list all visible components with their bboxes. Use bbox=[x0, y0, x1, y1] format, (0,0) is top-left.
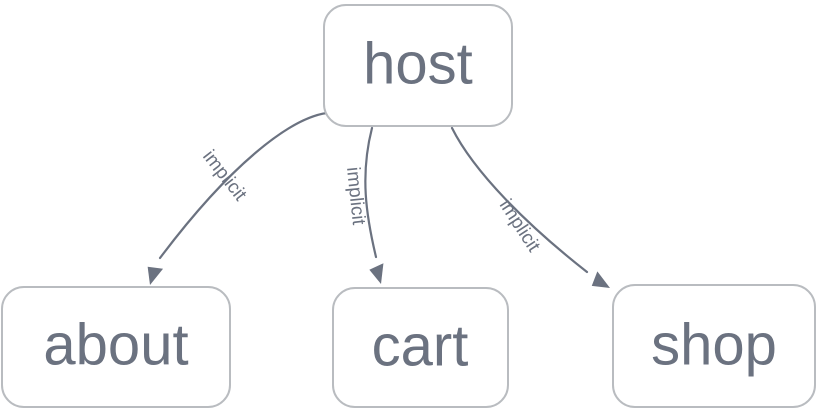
edge-host-shop[interactable]: implicit bbox=[450, 126, 614, 295]
edge-label-host-about: implicit bbox=[198, 146, 251, 205]
edge-host-about[interactable]: implicit bbox=[142, 111, 329, 287]
node-host[interactable]: host bbox=[323, 4, 513, 127]
edge-path-host-about bbox=[158, 111, 329, 260]
arrowhead-shop bbox=[591, 271, 610, 288]
node-cart[interactable]: cart bbox=[332, 287, 509, 408]
node-cart-rect bbox=[332, 287, 509, 408]
node-about-label: about bbox=[43, 312, 188, 377]
node-host-rect bbox=[323, 4, 513, 127]
node-shop-rect bbox=[612, 284, 816, 408]
arrowhead-cart bbox=[369, 263, 384, 284]
node-cart-label: cart bbox=[372, 313, 469, 378]
arrowhead-about bbox=[147, 266, 164, 285]
edge-label-host-shop: implicit bbox=[495, 196, 545, 257]
node-shop[interactable]: shop bbox=[612, 284, 816, 408]
node-about[interactable]: about bbox=[1, 286, 231, 408]
node-host-label: host bbox=[363, 31, 473, 96]
edge-path-host-shop bbox=[450, 126, 589, 274]
node-shop-label: shop bbox=[651, 312, 777, 377]
node-about-rect bbox=[1, 286, 231, 408]
edge-host-cart[interactable]: implicit bbox=[342, 126, 387, 286]
edge-path-host-cart bbox=[364, 126, 378, 259]
